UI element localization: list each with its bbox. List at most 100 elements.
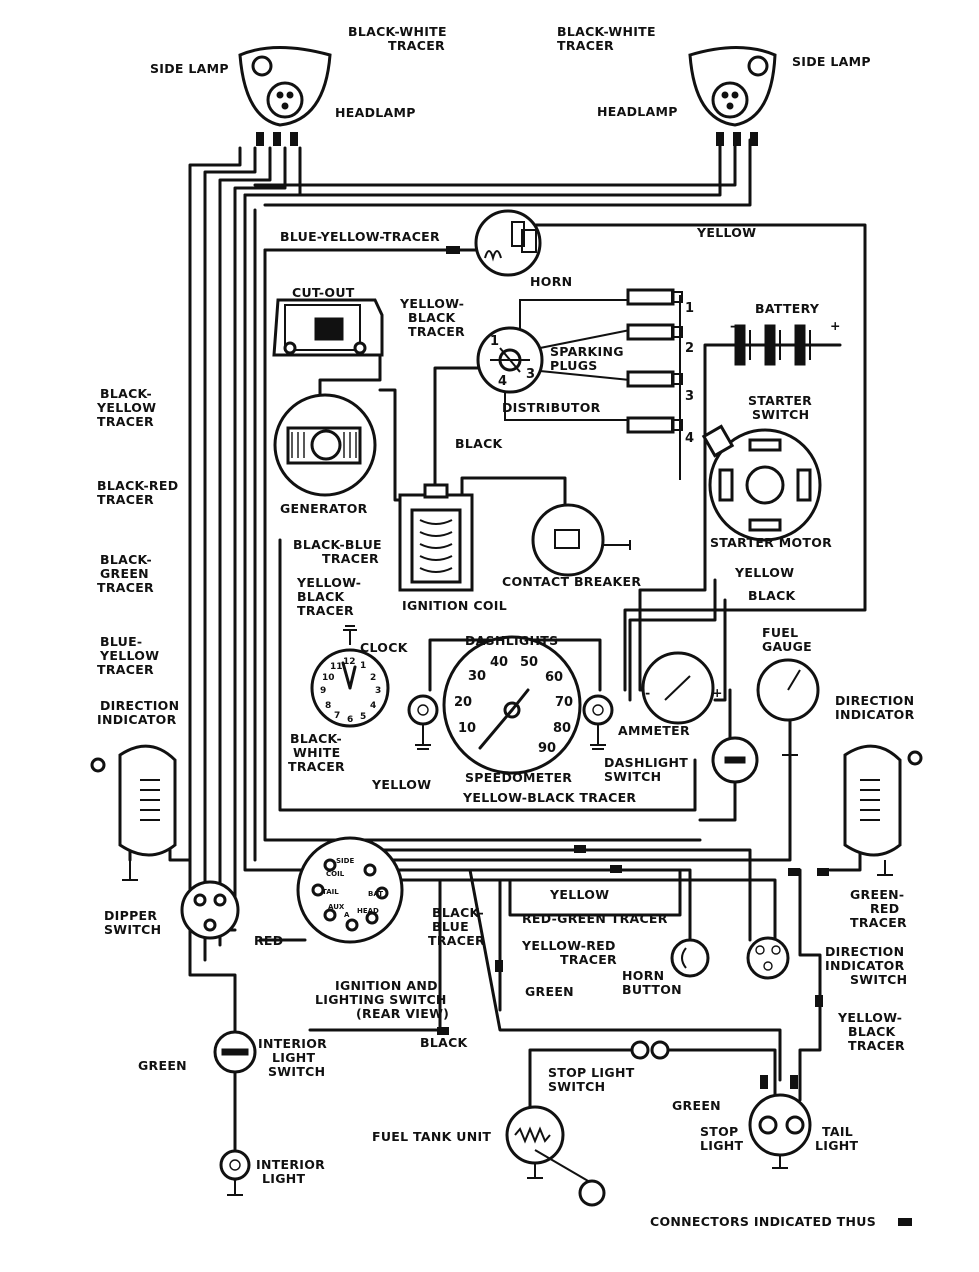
yellow-top-label: YELLOW	[696, 225, 756, 240]
dashlights-label: DASHLIGHTS	[465, 633, 558, 648]
ignition-coil-label: IGNITION COIL	[402, 598, 507, 613]
terminal-aux: AUX	[328, 903, 345, 911]
plug-number-4: 4	[685, 431, 694, 446]
black-red-label-2: TRACER	[97, 492, 154, 507]
stop-light-switch	[630, 1040, 670, 1060]
speedometer	[442, 635, 582, 775]
direction-indicator-switch	[746, 936, 790, 980]
distributor-label: DISTRIBUTOR	[502, 400, 601, 415]
blue-yellow-left-label-2: YELLOW	[99, 648, 159, 663]
yb-tracer-label-1: YELLOW-	[399, 296, 464, 311]
bw-tracer-clock-label-1: BLACK-	[290, 731, 342, 746]
fuel-gauge	[756, 658, 820, 756]
clock-2: 2	[370, 673, 376, 683]
plug-number-3: 3	[685, 389, 694, 404]
interior-switch-label-1: INTERIOR	[258, 1036, 327, 1051]
direction-indicator-right-label-1: DIRECTION	[835, 693, 914, 708]
dipper-label-1: DIPPER	[104, 908, 157, 923]
green-red-label-3: TRACER	[850, 915, 907, 930]
svg-text:3: 3	[526, 367, 535, 382]
cut-out-label: CUT-OUT	[292, 285, 355, 300]
stop-switch-label-2: SWITCH	[548, 1079, 605, 1094]
ammeter-pos: +	[712, 685, 723, 700]
terminal-head: HEAD	[357, 907, 379, 915]
battery	[723, 324, 842, 366]
clock-11: 11	[330, 662, 343, 672]
clock-5: 5	[360, 712, 366, 722]
speed-tick-20: 20	[454, 695, 472, 710]
connectors	[437, 845, 912, 1226]
clock-label: CLOCK	[360, 640, 409, 655]
fuel-tank-label: FUEL TANK UNIT	[372, 1129, 491, 1144]
yellow-black-left-label-1: YELLOW-	[296, 575, 361, 590]
interior-light	[219, 1149, 251, 1196]
green-low-label: GREEN	[525, 984, 574, 999]
dir-ind-switch-label-1: DIRECTION	[825, 944, 904, 959]
cut-out	[272, 298, 384, 357]
yellow-black-right-label-1: YELLOW-	[837, 1010, 902, 1025]
fuel-gauge-label-2: GAUGE	[762, 639, 812, 654]
yellow-black-left-label-3: TRACER	[297, 603, 354, 618]
labels: SIDE LAMP BLACK-WHITE TRACER HEADLAMP BL…	[96, 24, 915, 1229]
red-green-tracer-label: RED-GREEN TRACER	[522, 911, 668, 926]
yellow-black-right-label-2: BLACK	[848, 1024, 897, 1039]
ign-switch-label-1: IGNITION AND	[335, 978, 438, 993]
speed-tick-40: 40	[490, 655, 508, 670]
interior-light-label-1: INTERIOR	[256, 1157, 325, 1172]
dipper-switch	[180, 880, 240, 940]
speed-tick-70: 70	[555, 695, 573, 710]
yellow-mid-label: YELLOW	[371, 777, 431, 792]
speed-tick-30: 30	[468, 669, 486, 684]
contact-breaker	[531, 503, 631, 577]
direction-indicator-right-label-2: INDICATOR	[835, 707, 915, 722]
ign-switch-label-3: (REAR VIEW)	[356, 1006, 449, 1021]
stop-light-label-2: LIGHT	[700, 1138, 744, 1153]
black-yellow-label-2: YELLOW	[96, 400, 156, 415]
green-red-label-1: GREEN-	[850, 887, 904, 902]
interior-switch-label-2: LIGHT	[272, 1050, 316, 1065]
starter-switch-label-2: SWITCH	[752, 407, 809, 422]
speedometer-label: SPEEDOMETER	[465, 770, 572, 785]
horn-button	[670, 938, 710, 978]
fuel-gauge-label-1: FUEL	[762, 625, 798, 640]
fuel-tank-unit	[505, 1105, 606, 1207]
black-blue-label-2: TRACER	[322, 551, 379, 566]
clock-3: 3	[375, 686, 381, 696]
stop-tail-light	[748, 1075, 812, 1169]
clock-12: 12	[343, 657, 356, 667]
headlamp-left-label: HEADLAMP	[335, 105, 416, 120]
terminal-a: A	[344, 911, 350, 919]
speed-tick-60: 60	[545, 670, 563, 685]
dashlight-switch-label-1: DASHLIGHT	[604, 755, 688, 770]
interior-light-switch	[213, 1030, 257, 1074]
svg-text:1: 1	[490, 334, 499, 349]
clock-face: 12 1 2 3 4 5 6 7 8 9 10 11	[320, 657, 381, 725]
blue-yellow-left-label-1: BLUE-	[100, 634, 142, 649]
battery-label: BATTERY	[755, 301, 820, 316]
sparking-label-2: PLUGS	[550, 358, 598, 373]
yellow-right-label: YELLOW	[734, 565, 794, 580]
plug-number-1: 1	[685, 301, 694, 316]
blue-yellow-left-label-3: TRACER	[97, 662, 154, 677]
svg-text:4: 4	[498, 374, 507, 389]
ammeter-label: AMMETER	[618, 723, 690, 738]
starter-switch-label-1: STARTER	[748, 393, 812, 408]
ammeter	[641, 651, 715, 725]
black-yellow-label-3: TRACER	[97, 414, 154, 429]
ignition-lighting-switch	[296, 836, 404, 944]
dipper-label-2: SWITCH	[104, 922, 161, 937]
dashlights	[407, 694, 614, 750]
headlamp-left	[238, 46, 332, 146]
ignition-coil	[398, 483, 474, 592]
bw-tracer-right-label-2: TRACER	[557, 38, 614, 53]
clock-9: 9	[320, 686, 326, 696]
sparking-plugs	[626, 288, 683, 434]
dir-ind-switch-label-3: SWITCH	[850, 972, 907, 987]
direction-indicator-right	[843, 744, 923, 876]
speed-tick-50: 50	[520, 655, 538, 670]
terminal-coil: COIL	[326, 870, 345, 878]
starter-motor-label: STARTER MOTOR	[710, 535, 832, 550]
ign-switch-label-2: LIGHTING SWITCH	[315, 992, 447, 1007]
bw-tracer-clock-label-3: TRACER	[288, 759, 345, 774]
blue-yellow-tracer-top-label: BLUE-YELLOW-TRACER	[280, 229, 440, 244]
